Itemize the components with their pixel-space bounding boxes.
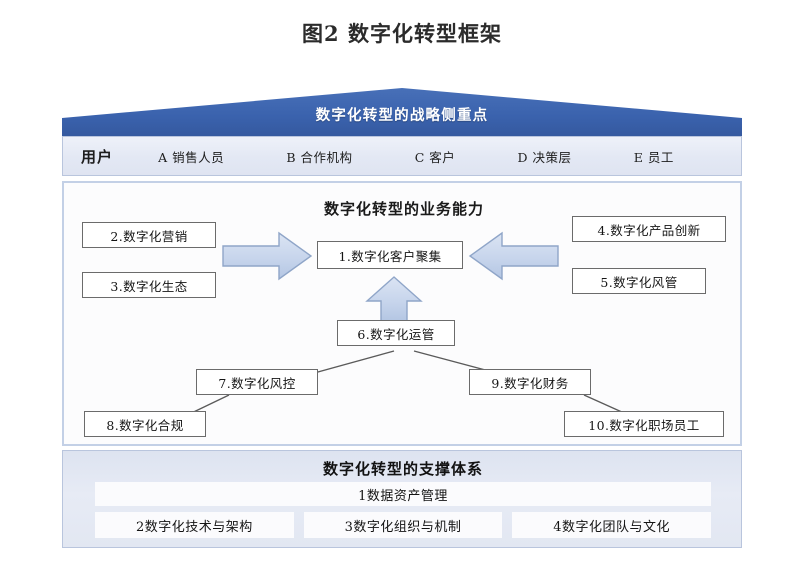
box-digital-risk-management[interactable]: 5.数字化风管 (572, 268, 706, 294)
user-item-e: E 员工 (633, 149, 674, 165)
arrow-up-icon (365, 276, 423, 322)
page-title: 图2 数字化转型框架 (302, 21, 502, 46)
box-digital-customer-aggregation[interactable]: 1.数字化客户聚集 (317, 241, 463, 269)
capability-title: 数字化转型的业务能力 (323, 200, 484, 218)
support-org-mechanism[interactable]: 3数字化组织与机制 (303, 512, 503, 538)
box-digital-workplace-employees[interactable]: 10.数字化职场员工 (564, 411, 724, 437)
roof-banner: 数字化转型的战略侧重点 (62, 88, 742, 136)
user-item-a: A 销售人员 (158, 149, 225, 165)
user-item-b: B 合作机构 (286, 149, 353, 165)
box-digital-product-innovation[interactable]: 4.数字化产品创新 (572, 216, 726, 242)
roof-shape (62, 88, 742, 136)
support-row: 2数字化技术与架构 3数字化组织与机制 4数字化团队与文化 (95, 512, 712, 538)
user-item-d: D 决策层 (517, 149, 572, 165)
user-bar: 用户 A 销售人员 B 合作机构 C 客户 D 决策层 E 员工 (62, 136, 742, 176)
box-digital-risk-control[interactable]: 7.数字化风控 (196, 369, 318, 395)
support-data-asset-management[interactable]: 1数据资产管理 (95, 482, 711, 506)
support-team-culture[interactable]: 4数字化团队与文化 (512, 512, 712, 538)
arrow-left-icon (468, 231, 559, 281)
user-bar-title: 用户 (81, 147, 114, 166)
roof-label: 数字化转型的战略侧重点 (315, 107, 489, 124)
user-item-c: C 客户 (414, 149, 456, 165)
business-capability-frame: 数字化转型的业务能力 2.数字化营销 3.数字化生态 4.数字化产品创新 5.数… (62, 181, 742, 446)
box-digital-ecosystem[interactable]: 3.数字化生态 (82, 272, 216, 298)
arrow-right-icon (222, 231, 313, 281)
box-digital-marketing[interactable]: 2.数字化营销 (82, 222, 216, 248)
support-title: 数字化转型的支撑体系 (322, 460, 483, 478)
box-digital-operations[interactable]: 6.数字化运管 (337, 320, 455, 346)
support-tech-architecture[interactable]: 2数字化技术与架构 (95, 512, 294, 538)
support-system-frame: 数字化转型的支撑体系 1数据资产管理 2数字化技术与架构 3数字化组织与机制 4… (62, 450, 742, 548)
box-digital-finance[interactable]: 9.数字化财务 (469, 369, 591, 395)
user-bar-items: A 销售人员 B 合作机构 C 客户 D 决策层 E 员工 (127, 147, 705, 166)
box-digital-compliance[interactable]: 8.数字化合规 (84, 411, 206, 437)
